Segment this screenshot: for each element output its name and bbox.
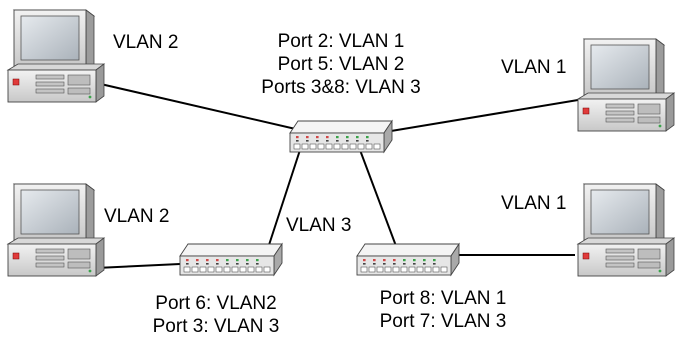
port-config-line: Port 6: VLAN2 (155, 293, 277, 314)
port-config-line: Port 2: VLAN 1 (277, 31, 405, 52)
port-config-line: Port 7: VLAN 3 (379, 311, 507, 332)
core-switch-port-config: Port 2: VLAN 1 Port 5: VLAN 2 Ports 3&8:… (233, 30, 449, 99)
link-left-switch-to-pc (95, 263, 181, 269)
network-switch-icon (289, 120, 393, 153)
port-config-line: Port 8: VLAN 1 (379, 288, 507, 309)
computer-icon (577, 38, 675, 132)
pc-top-right-label: VLAN 1 (501, 57, 567, 78)
left-switch-port-config: Port 6: VLAN2 Port 3: VLAN 3 (125, 292, 307, 338)
computer-icon (7, 183, 105, 277)
port-config-line: Port 5: VLAN 2 (277, 54, 405, 75)
network-links (91, 81, 579, 269)
pc-bottom-right-label: VLAN 1 (501, 193, 567, 214)
link-core-to-pc-top-right (384, 99, 579, 133)
computer-icon (577, 183, 675, 277)
network-switch-icon (356, 243, 460, 276)
trunk-label: VLAN 3 (286, 215, 352, 236)
link-core-to-left-switch (267, 149, 301, 249)
right-switch-port-config: Port 8: VLAN 1 Port 7: VLAN 3 (352, 287, 534, 333)
pc-bottom-left-label: VLAN 2 (104, 206, 170, 227)
port-config-line: Port 3: VLAN 3 (152, 316, 280, 337)
link-core-to-right-switch (359, 149, 397, 247)
link-core-to-pc-top-left (91, 81, 301, 131)
computer-icon (7, 9, 105, 103)
port-config-line: Ports 3&8: VLAN 3 (261, 77, 421, 98)
network-switch-icon (179, 243, 283, 276)
pc-top-left-label: VLAN 2 (113, 32, 179, 53)
